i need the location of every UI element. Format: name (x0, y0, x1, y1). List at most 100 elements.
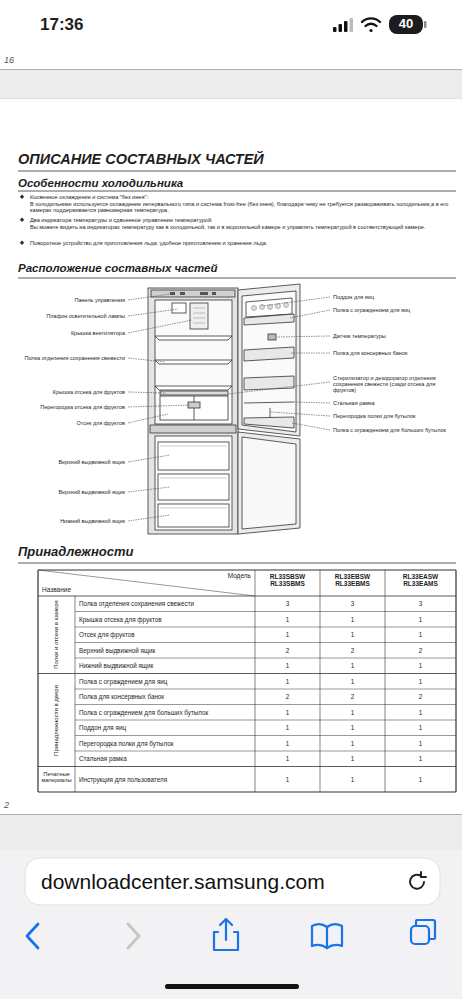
table-rule (38, 673, 456, 674)
table-header: Модель (191, 572, 251, 579)
table-cell: 1 (255, 776, 320, 783)
address-field: downloadcenter.samsung.com (25, 858, 410, 905)
table-cell: 1 (320, 616, 385, 623)
section-heading: Особенности холодильника (18, 177, 338, 190)
wifi-icon (362, 18, 380, 32)
table-rule (75, 735, 456, 736)
table-cell: 1 (385, 631, 456, 638)
address-bar (25, 858, 440, 905)
table-cell: 2 (320, 693, 385, 700)
table-cell: 1 (255, 631, 320, 638)
callout-label: Крышка отсека для фруктов (8, 389, 125, 395)
page-number: 16 (4, 55, 34, 65)
table-cell: 1 (255, 724, 320, 731)
table-cell: Поддон для яиц (79, 724, 251, 731)
home-indicator (165, 984, 299, 989)
table-cell: 1 (385, 724, 456, 731)
table-cell: 1 (320, 755, 385, 762)
callout-label: Полка для консервных банок (333, 350, 457, 356)
table-rule (38, 570, 255, 596)
table-cell: 1 (320, 740, 385, 747)
browser-toolbar (0, 850, 462, 999)
table-rule (38, 766, 456, 767)
section-heading: Принадлежности (18, 545, 318, 560)
table-cell: 2 (385, 693, 456, 700)
table-cell: Полка отделения сохранения свежести (79, 600, 251, 607)
callout-label: Полка с ограждением для яиц (333, 307, 457, 313)
table-rule (75, 658, 456, 659)
table-cell: 1 (385, 755, 456, 762)
callout-label: Перегородка отсека для фруктов (8, 404, 125, 410)
table-cell: 3 (320, 600, 385, 607)
callout-label: Полка отделения сохранения свежести (8, 355, 125, 361)
callout-label: Поддон для яиц (333, 294, 457, 300)
feature-text: Вы можете видеть на индикаторах температ… (30, 224, 450, 230)
table-cell: 1 (320, 776, 385, 783)
table-rule (75, 689, 456, 690)
page-edge (0, 69, 462, 70)
table-group: Печатные материалы (40, 771, 73, 784)
table-cell: 1 (385, 678, 456, 685)
table-cell: 2 (320, 647, 385, 654)
table-rule (75, 720, 456, 721)
bullet-mark (20, 195, 24, 245)
table-cell: 1 (255, 678, 320, 685)
callout-label: Отсек для фруктов (8, 420, 125, 426)
table-rule (38, 570, 39, 792)
table-rule (455, 570, 456, 792)
table-rule (75, 627, 456, 628)
table-cell: Нижний выдвижной ящик (79, 662, 251, 669)
callout-label: Верхний выдвижной ящик (8, 459, 125, 465)
table-cell: 1 (320, 724, 385, 731)
table-header: Название (42, 586, 112, 593)
table-cell: 1 (385, 662, 456, 669)
page-edge (0, 98, 462, 99)
table-cell: Верхний выдвижной ящик (79, 647, 251, 654)
table-cell: 1 (320, 631, 385, 638)
table-cell: 1 (255, 662, 320, 669)
signal-icon (333, 18, 353, 32)
feature-heading: Два индикатора температуры и сдвоенное у… (30, 217, 450, 223)
table-cell: Отсек для фруктов (79, 631, 251, 638)
table-group: Полки и отсеки в камере (53, 598, 60, 672)
feature-heading: Косвенное охлаждение и система "без инея… (30, 194, 450, 200)
table-rule (320, 570, 321, 792)
table-cell: 2 (385, 647, 456, 654)
table-grid (38, 570, 456, 792)
url-text: downloadcenter.samsung.com (41, 870, 325, 894)
table-cell: Инструкция для пользователя (79, 776, 251, 783)
table-cell: Полка для консервных банок (79, 693, 251, 700)
table-cell: 2 (255, 647, 320, 654)
callout-label: Полка с ограждением для больших бутылок (333, 427, 457, 433)
table-cell: 3 (385, 600, 456, 607)
table-cell: Стальная рамка (79, 755, 251, 762)
callout-label: Датчик температуры (333, 333, 457, 339)
heading-rule (18, 171, 456, 563)
table-cell: 1 (255, 740, 320, 747)
table-rule (385, 570, 386, 792)
table-group: Принадлежности в двери (53, 675, 60, 764)
table-rule (38, 570, 456, 571)
page-edge (0, 814, 462, 815)
callout-label: Крышка вентилятора (8, 330, 125, 336)
callout-label: Нижний выдвижной ящик (8, 518, 125, 524)
table-cell: Полка с ограждением для яиц (79, 678, 251, 685)
callout-label: Перегородка полки для бутылок (333, 413, 457, 419)
model-header: RL33SBSW RL33SBMS (257, 573, 318, 588)
status-time: 17:36 (40, 16, 120, 35)
table-rule (38, 596, 456, 597)
page-gap (0, 70, 462, 98)
table-rule (255, 570, 256, 792)
table-cell: 1 (385, 776, 456, 783)
battery-tip (424, 21, 427, 28)
page-gap (0, 815, 462, 850)
table-cell: Полка с ограждением для больших бутылок (79, 709, 251, 716)
reload-icon (410, 872, 426, 889)
page-number: 2 (4, 800, 34, 810)
toolbar-icons (27, 919, 435, 950)
table-cell: 1 (255, 709, 320, 716)
feature-text: В холодильнике используется охлаждение и… (30, 201, 450, 214)
table-cell: Перегородка полки для бутылок (79, 740, 251, 747)
battery-level: 40 (389, 16, 423, 32)
